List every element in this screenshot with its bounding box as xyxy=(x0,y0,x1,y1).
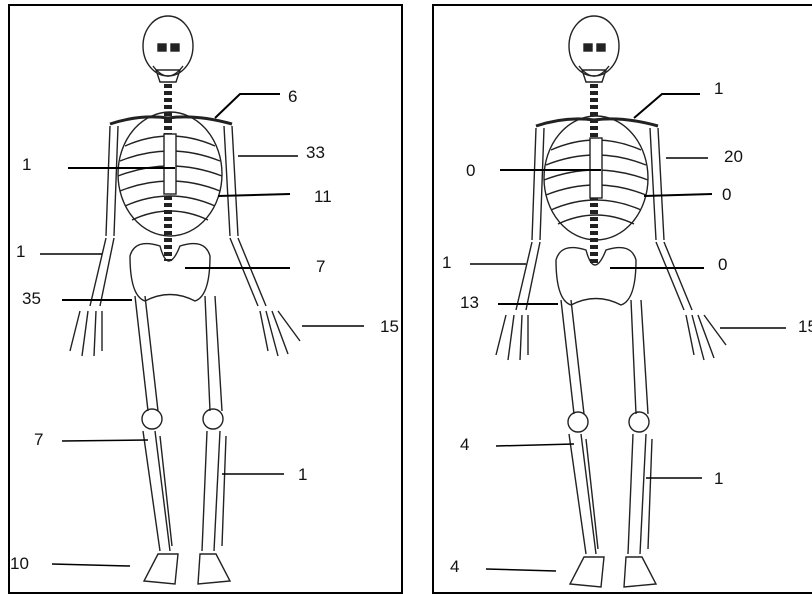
fibula-right xyxy=(628,434,652,554)
leader-foot xyxy=(486,569,556,571)
hand-right xyxy=(686,315,726,360)
hand-right xyxy=(260,311,300,356)
femur-left xyxy=(561,300,584,414)
tibia-left xyxy=(569,434,598,554)
humerus-right xyxy=(224,126,238,236)
label-hand: 15 xyxy=(798,318,812,335)
sternum xyxy=(590,138,602,198)
label-skull-neck: 1 xyxy=(714,80,723,97)
patella-right xyxy=(629,412,649,432)
skull xyxy=(143,16,193,76)
label-foot: 4 xyxy=(450,558,459,575)
patella-left xyxy=(568,412,588,432)
femur-right xyxy=(205,296,222,411)
femur-left xyxy=(135,296,158,411)
label-ribs: 0 xyxy=(722,186,731,203)
humerus-left xyxy=(532,128,544,240)
pelvis xyxy=(556,248,636,305)
skeleton-figure xyxy=(10,6,403,594)
label-radius: 1 xyxy=(442,254,451,271)
radius-left xyxy=(516,242,540,310)
label-fibula: 1 xyxy=(298,466,307,483)
leader-ribs xyxy=(218,194,290,196)
leader-patella xyxy=(62,440,148,441)
hand-left xyxy=(496,315,528,360)
label-skull-neck: 6 xyxy=(288,88,297,105)
skeleton-panel-right: 1 20 0 0 1 0 13 15 4 1 4 xyxy=(432,4,812,594)
hand-left xyxy=(70,311,102,356)
leader-skull-neck xyxy=(634,94,700,118)
label-radius: 1 xyxy=(16,243,25,260)
label-sternum: 1 xyxy=(22,156,31,173)
radius-left xyxy=(90,238,114,306)
foot-left xyxy=(570,557,604,587)
label-pelvis: 7 xyxy=(316,258,325,275)
foot-right xyxy=(198,554,230,584)
patella-left xyxy=(142,409,162,429)
leader-foot xyxy=(52,564,130,566)
femur-right xyxy=(631,300,648,414)
patella-right xyxy=(203,409,223,429)
radius-right xyxy=(230,238,266,306)
label-patella: 4 xyxy=(460,436,469,453)
radius-right xyxy=(656,242,692,310)
label-sternum: 0 xyxy=(466,162,475,179)
leader-patella xyxy=(496,444,574,446)
label-foot: 10 xyxy=(10,555,29,572)
humerus-left xyxy=(106,126,118,236)
label-femur: 13 xyxy=(460,294,479,311)
label-pelvis: 0 xyxy=(718,256,727,273)
foot-left xyxy=(144,554,178,584)
label-patella: 7 xyxy=(34,431,43,448)
label-hand: 15 xyxy=(380,318,399,335)
skeleton-panel-left: 6 33 1 11 1 7 35 15 7 1 10 xyxy=(8,4,403,594)
fibula-right xyxy=(202,431,226,551)
sternum xyxy=(164,134,176,194)
label-ribs: 11 xyxy=(314,188,332,205)
foot-right xyxy=(624,557,656,587)
label-femur: 35 xyxy=(22,290,41,307)
tibia-left xyxy=(143,431,172,551)
label-fibula: 1 xyxy=(714,470,723,487)
skeleton-figure xyxy=(434,6,812,594)
humerus-right xyxy=(650,128,664,240)
label-humerus: 20 xyxy=(724,148,743,165)
label-humerus: 33 xyxy=(306,144,325,161)
leader-skull-neck xyxy=(215,94,280,118)
skull xyxy=(569,16,619,76)
